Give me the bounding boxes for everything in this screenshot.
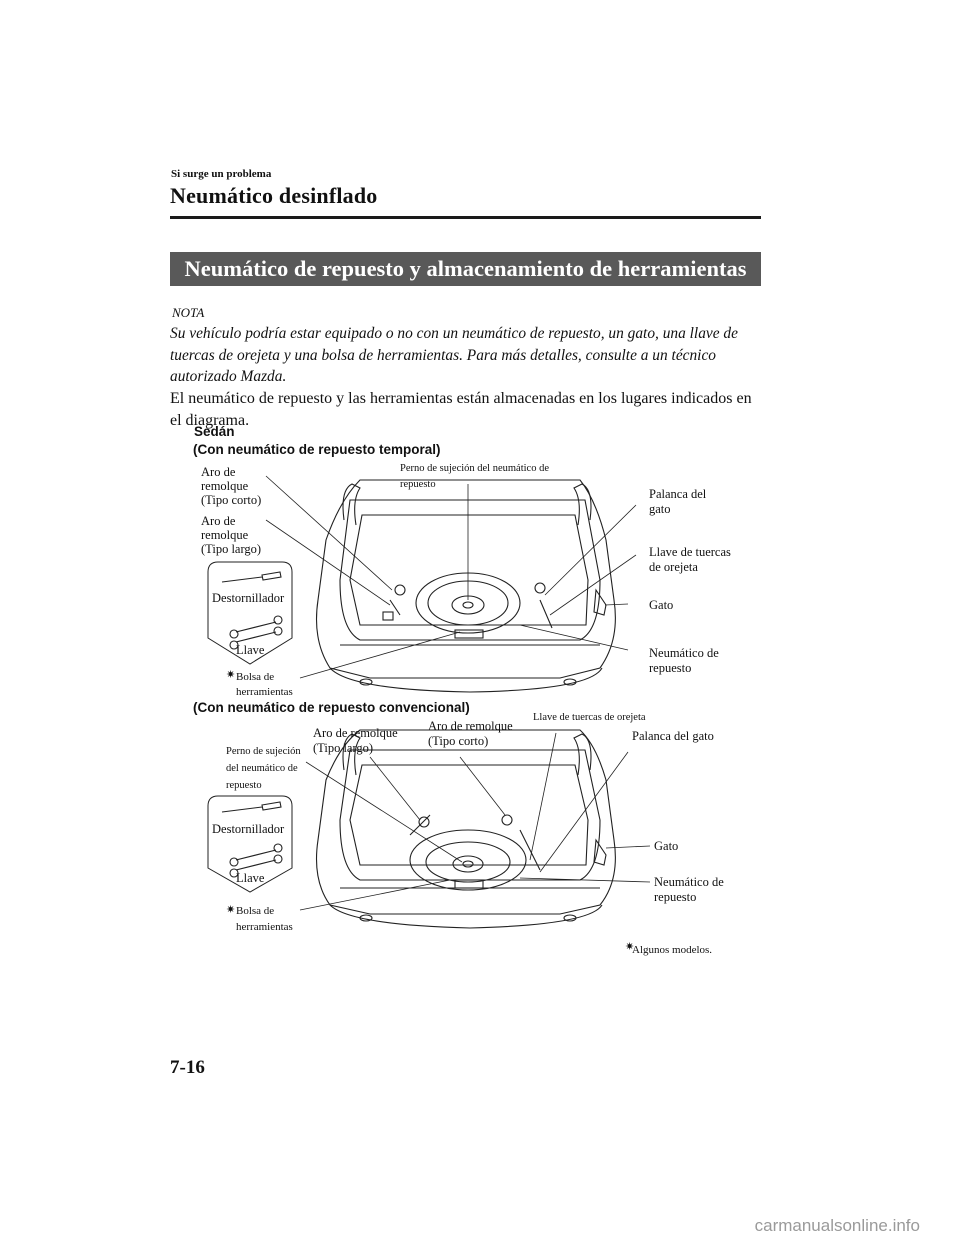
d2-label-jack: Gato [654, 839, 678, 854]
footnote: Algunos modelos. [632, 944, 712, 956]
d2-label-tow-short: Aro de remolque (Tipo corto) [428, 719, 513, 749]
d2-label-jack-lever: Palanca del gato [632, 729, 714, 744]
d2-label-bolt: Perno de sujeción del neumático de repue… [226, 743, 301, 794]
d2-label-screwdriver: Destornillador [212, 822, 284, 837]
d2-label-spare: Neumático de repuesto [654, 875, 724, 905]
page-number: 7-16 [170, 1057, 205, 1079]
d2-asterisk-icon: ✷ [226, 903, 235, 916]
watermark: carmanualsonline.info [755, 1216, 920, 1236]
d2-label-tow-long: Aro de remolque (Tipo largo) [313, 726, 398, 756]
d2-label-tool-bag: Bolsa de herramientas [236, 903, 293, 935]
d2-label-wrench: Llave [236, 871, 264, 886]
d2-label-lug-wrench: Llave de tuercas de orejeta [533, 710, 646, 726]
